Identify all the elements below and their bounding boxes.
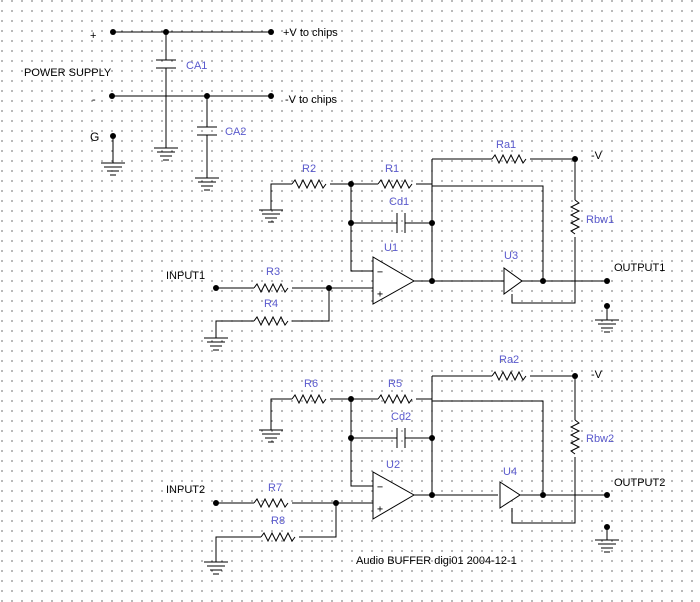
channel-2: R6 R5 Cd2 − + U2 Ra2 -V Rbw2 U4	[166, 354, 665, 575]
ra2-label: Ra2	[499, 354, 519, 366]
r8-ground-wire	[215, 536, 261, 562]
supply-label: -V	[591, 369, 603, 381]
r6-label: R6	[304, 378, 318, 390]
resistor-rbw1	[569, 199, 581, 235]
positive-output-node	[268, 29, 274, 35]
output2-node	[604, 492, 610, 498]
ground-symbol	[259, 429, 283, 443]
ground-symbol	[595, 539, 619, 553]
u2-inverting-sign: −	[377, 482, 383, 493]
ca1-label: CA1	[186, 60, 207, 72]
ground-symbol	[204, 337, 228, 351]
channel-1: R2 R1 Cd1 − + U1 Ra1 -V Rbw1 U3	[166, 139, 665, 351]
resistor-r4	[253, 315, 289, 327]
ground-terminal	[101, 133, 125, 176]
negative-input-node	[109, 93, 115, 99]
rbw2-bottom-wire	[511, 457, 576, 524]
resistor-r3	[253, 282, 289, 294]
resistor-r2	[291, 178, 327, 190]
negative-rail-label: -V to chips	[285, 94, 337, 106]
u1-inverting-sign: −	[377, 267, 383, 278]
cd1-left-node	[348, 220, 354, 226]
rbw1-bottom-wire	[511, 237, 576, 304]
positive-rail-label: +V to chips	[283, 27, 338, 39]
r8-right-wire	[299, 503, 337, 538]
u3-feedback-wire	[432, 185, 544, 281]
r4-right-wire	[292, 288, 330, 322]
minus-symbol: -	[92, 94, 96, 106]
u2-label: U2	[386, 459, 400, 471]
r7-label: R7	[268, 482, 282, 494]
ground-symbol	[259, 209, 283, 223]
buffer-u4	[499, 481, 521, 509]
r2-label: R2	[302, 163, 316, 175]
r6-ground-wire	[270, 398, 292, 430]
negative-output-node	[268, 93, 274, 99]
r5-label: R5	[388, 378, 402, 390]
u1-noninverting-sign: +	[377, 289, 383, 300]
resistor-r5	[377, 393, 413, 405]
cd2-wires	[350, 399, 432, 487]
r8-label: R8	[271, 515, 285, 527]
resistor-ra1	[491, 153, 527, 165]
resistor-r1	[377, 178, 413, 190]
supply-label: -V	[591, 150, 603, 162]
input2-label: INPUT2	[166, 484, 205, 496]
resistor-r7	[253, 497, 289, 509]
power-supply-title: POWER SUPPLY	[24, 67, 112, 79]
output1-node	[604, 278, 610, 284]
resistor-r6	[291, 393, 327, 405]
power-supply-section: + - POWER SUPPLY G +V to chips -V to chi…	[24, 27, 338, 191]
cd1-label: Cd1	[389, 196, 409, 208]
footer-caption: Audio BUFFER digi01 2004-12-1	[356, 555, 517, 567]
u1-output-node	[429, 278, 435, 284]
input1-label: INPUT1	[166, 270, 205, 282]
plus-symbol: +	[90, 30, 96, 42]
capacitor-ca1	[154, 32, 178, 161]
cd2-label: Cd2	[391, 411, 411, 423]
ground-symbol-label: G	[90, 130, 99, 144]
opamp-u2	[372, 471, 416, 520]
ra1-label: Ra1	[496, 139, 516, 151]
output2-label: OUTPUT2	[614, 477, 665, 489]
output1-label: OUTPUT1	[614, 262, 665, 274]
u4-label: U4	[503, 466, 517, 478]
u1-label: U1	[384, 242, 398, 254]
cd1-wires	[350, 184, 432, 272]
r4-label: R4	[264, 298, 278, 310]
r4-ground-wire	[215, 320, 254, 338]
opamp-u1	[372, 256, 416, 305]
u3-label: U3	[504, 250, 518, 262]
ground-symbol	[204, 561, 228, 575]
rbw1-label: Rbw1	[586, 214, 614, 226]
positive-input-node	[110, 29, 116, 35]
u4-output-node	[540, 492, 546, 498]
ground-symbol	[595, 319, 619, 333]
cd2-left-node	[348, 435, 354, 441]
r1-label: R1	[385, 163, 399, 175]
r3-label: R3	[266, 266, 280, 278]
buffer-u3	[503, 267, 523, 295]
resistor-ra2	[491, 370, 527, 382]
resistor-rbw2	[569, 419, 581, 455]
u2-noninverting-sign: +	[377, 504, 383, 515]
u3-output-node	[540, 278, 546, 284]
ca2-label: CA2	[225, 126, 246, 138]
r2-ground-wire	[270, 183, 292, 210]
rbw2-label: Rbw2	[586, 433, 614, 445]
resistor-r8	[260, 531, 296, 543]
u2-output-node	[429, 492, 435, 498]
capacitor-ca2	[195, 96, 219, 191]
u4-feedback-wire	[432, 400, 544, 495]
